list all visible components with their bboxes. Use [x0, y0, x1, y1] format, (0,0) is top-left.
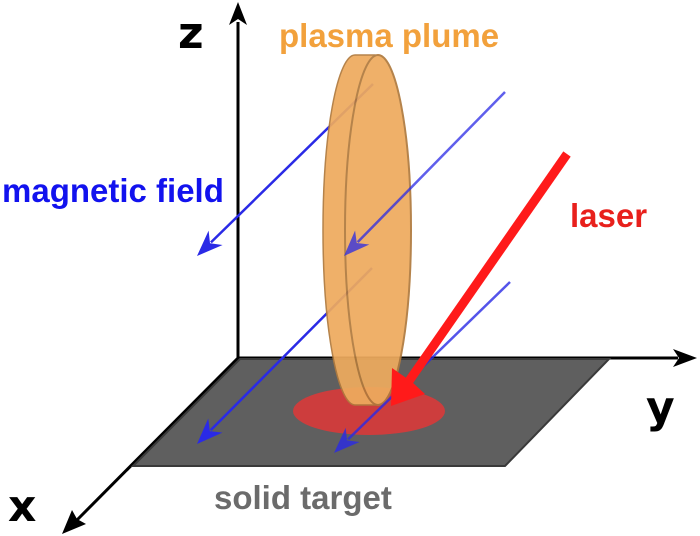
- y-axis-arrowhead: [673, 349, 697, 367]
- magnetic-field-lines-front: [334, 91, 511, 453]
- y-axis-label: y: [646, 382, 675, 433]
- x-axis-label: x: [8, 481, 37, 532]
- plasma-plume-disc: [322, 54, 412, 406]
- z-axis-label: z: [178, 8, 204, 59]
- magnetic-field-line-2: [344, 91, 506, 256]
- solid-target-label: solid target: [214, 479, 392, 516]
- laser-beam-arrowhead: [391, 368, 425, 406]
- laser-beam: [391, 151, 571, 406]
- plasma-plume-face: [344, 54, 412, 406]
- x-axis-line: [75, 356, 240, 522]
- x-axis-arrowhead: [62, 510, 86, 534]
- magnetic-field-line-3: [334, 281, 511, 453]
- z-axis-arrowhead: [229, 2, 247, 25]
- plasma-plume-label: plasma plume: [279, 17, 500, 54]
- laser-label: laser: [570, 197, 648, 234]
- laser-beam-shaft: [405, 151, 571, 384]
- magnetic-field-label: magnetic field: [2, 172, 224, 209]
